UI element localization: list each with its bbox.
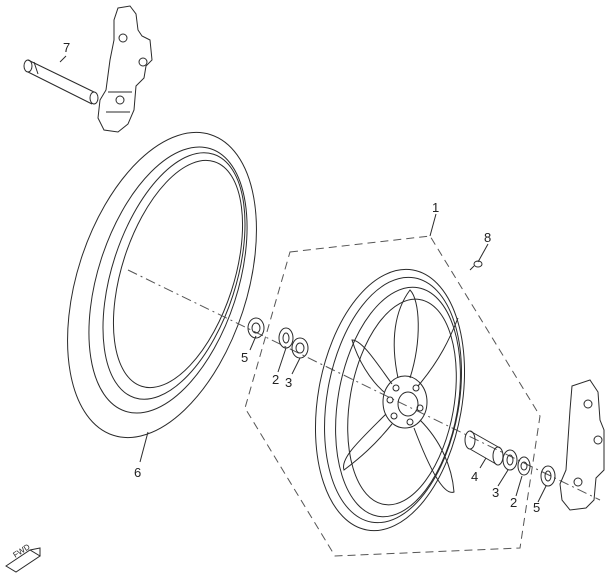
fork-leg-upper <box>98 6 152 132</box>
callout-4: 4 <box>471 469 479 484</box>
wheel-rim <box>296 258 484 543</box>
wheel-assembly-boundary <box>245 236 540 556</box>
tire <box>32 108 291 461</box>
collar-left <box>292 338 308 358</box>
callout-7: 7 <box>63 40 71 55</box>
wheel-spokes <box>343 290 458 492</box>
fork-leg-lower <box>560 380 604 510</box>
callout-8: 8 <box>484 230 492 245</box>
wheel-hub <box>383 376 427 428</box>
spacer <box>465 431 503 465</box>
callout-3-left: 3 <box>285 375 293 390</box>
axle-centerline <box>128 270 600 500</box>
callout-5-right: 5 <box>533 500 541 515</box>
callout-2-right: 2 <box>510 495 518 510</box>
bearing-left <box>279 328 293 348</box>
bearing-right <box>518 457 530 475</box>
collar-right <box>503 450 517 470</box>
axle <box>24 60 98 104</box>
dust-seal-right <box>541 466 555 486</box>
dust-seal-left <box>248 318 264 338</box>
callout-6: 6 <box>134 465 142 480</box>
callout-1: 1 <box>432 200 440 215</box>
forward-arrow-badge <box>6 548 40 572</box>
valve-stem <box>470 261 482 270</box>
callout-2-left: 2 <box>272 372 280 387</box>
callout-5-left: 5 <box>241 350 249 365</box>
callout-3-right: 3 <box>492 485 500 500</box>
callout-leaders <box>60 56 546 502</box>
